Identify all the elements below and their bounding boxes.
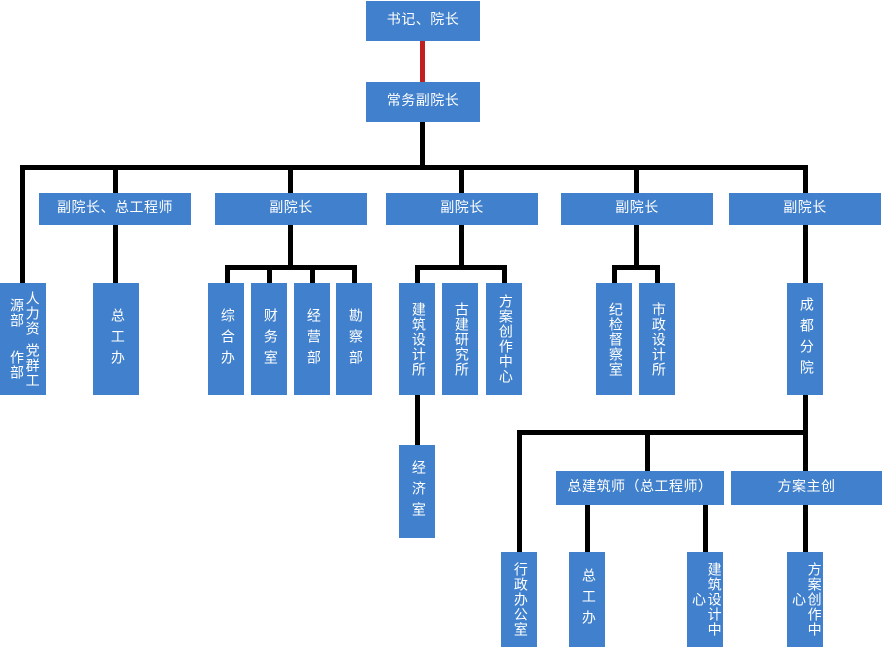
node-discipline-inspection-office[interactable]: 纪检督察室 bbox=[596, 283, 632, 395]
node-vice-dean-5[interactable]: 副院长 bbox=[729, 193, 881, 225]
connector-vd4-drop-a bbox=[612, 265, 617, 283]
connector-vd2-drop-d bbox=[352, 265, 357, 283]
node-chief-engineer-office-2[interactable]: 总工办 bbox=[569, 552, 605, 647]
connector-vd3-drop bbox=[459, 225, 464, 265]
connector-vd2-drop-c bbox=[310, 265, 315, 283]
node-economics-office[interactable]: 经济室 bbox=[399, 445, 435, 538]
node-finance-office[interactable]: 财务室 bbox=[251, 283, 287, 395]
connector-bus-drop-vd3 bbox=[459, 165, 464, 193]
connector-vd3-drop-a bbox=[415, 265, 420, 283]
node-scheme-creation-center-2[interactable]: 方案创作中心 bbox=[787, 552, 823, 647]
connector-vd3-drop-b bbox=[502, 265, 507, 283]
connector-vd5-drop bbox=[803, 225, 808, 283]
connector-chengdu-bus bbox=[517, 430, 808, 435]
connector-chengdu-drop bbox=[803, 395, 808, 430]
node-party-work-dept-label: 党群工作部 bbox=[8, 342, 40, 388]
connector-vd4-bus bbox=[612, 265, 660, 270]
connector-bus-drop-vd1 bbox=[113, 165, 118, 193]
connector-executive-drop bbox=[420, 122, 425, 165]
node-chief-architect[interactable]: 总建筑师（总工程师） bbox=[556, 471, 724, 505]
node-admin-office[interactable]: 行政办公室 bbox=[501, 552, 537, 647]
connector-vd2-drop-b bbox=[267, 265, 272, 283]
connector-secretary-to-executive bbox=[420, 41, 425, 82]
node-scheme-lead[interactable]: 方案主创 bbox=[731, 471, 882, 505]
node-survey-dept[interactable]: 勘察部 bbox=[336, 283, 372, 395]
node-ancient-architecture-institute[interactable]: 古建研究所 bbox=[442, 283, 478, 395]
node-chief-engineer-office[interactable]: 总工办 bbox=[93, 283, 139, 395]
node-chengdu-branch[interactable]: 成都分院 bbox=[787, 283, 823, 395]
node-vice-dean-3[interactable]: 副院长 bbox=[386, 193, 538, 225]
node-municipal-design-institute[interactable]: 市政设计所 bbox=[639, 283, 675, 395]
connector-vd2-drop bbox=[288, 225, 293, 265]
node-vice-dean-2[interactable]: 副院长 bbox=[215, 193, 367, 225]
node-vice-dean-chief-engineer[interactable]: 副院长、总工程师 bbox=[39, 193, 191, 225]
node-executive-vice-dean[interactable]: 常务副院长 bbox=[366, 82, 480, 122]
connector-vd2-bus bbox=[225, 265, 357, 270]
connector-vd2-drop-a bbox=[225, 265, 230, 283]
node-vice-dean-4[interactable]: 副院长 bbox=[561, 193, 713, 225]
connector-scheme-lead-to-creation-center bbox=[803, 505, 808, 552]
connector-chengdu-to-scheme-lead bbox=[803, 430, 808, 477]
connector-chief-architect-to-design-center bbox=[703, 505, 708, 552]
node-hr-and-party-dept[interactable]: 人力资源部 党群工作部 bbox=[0, 283, 46, 395]
node-architecture-design-center[interactable]: 建筑设计中心 bbox=[687, 552, 723, 647]
node-operations-dept[interactable]: 经营部 bbox=[294, 283, 330, 395]
connector-chengdu-to-admin-office bbox=[517, 430, 522, 552]
connector-bus-drop-vd5 bbox=[803, 165, 808, 193]
connector-bus-drop-hr bbox=[20, 165, 25, 285]
node-hr-dept-label: 人力资源部 bbox=[8, 290, 40, 336]
connector-architecture-institute-to-economics bbox=[415, 395, 420, 445]
connector-bus-drop-vd2 bbox=[288, 165, 293, 193]
connector-chengdu-to-chief-architect bbox=[645, 430, 650, 477]
connector-main-bus bbox=[20, 165, 806, 170]
connector-vd1-drop bbox=[113, 225, 118, 283]
connector-vd4-drop bbox=[634, 225, 639, 265]
connector-vd3-bus bbox=[415, 265, 507, 270]
node-scheme-creation-center[interactable]: 方案创作中心 bbox=[486, 283, 522, 395]
node-architecture-design-institute[interactable]: 建筑设计所 bbox=[399, 283, 435, 395]
connector-vd4-drop-b bbox=[655, 265, 660, 283]
node-secretary-dean[interactable]: 书记、院长 bbox=[366, 1, 480, 41]
connector-chief-architect-to-ce-office bbox=[585, 505, 590, 552]
connector-bus-drop-vd4 bbox=[634, 165, 639, 193]
node-general-office[interactable]: 综合办 bbox=[208, 283, 244, 395]
